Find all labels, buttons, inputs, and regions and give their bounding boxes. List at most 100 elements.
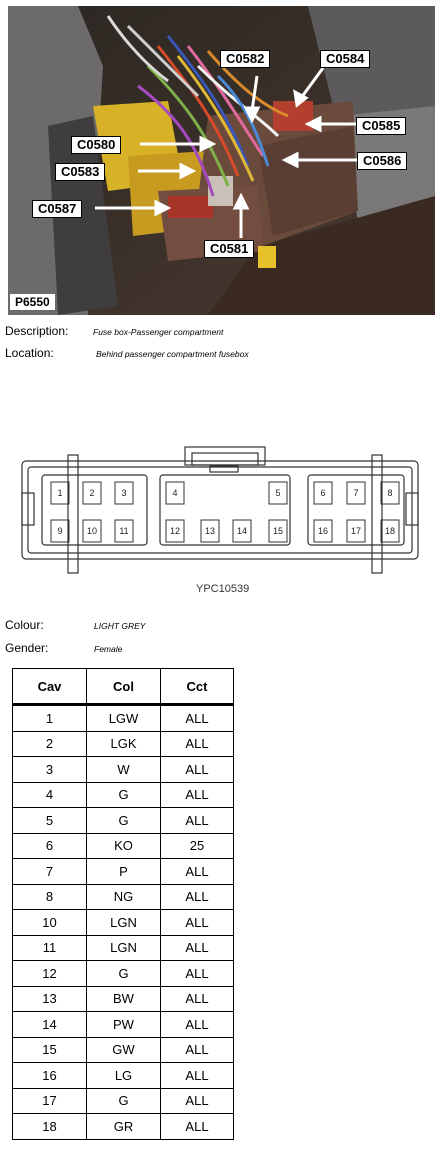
pin-cavity: [380, 519, 400, 543]
pin-number: 8: [387, 488, 392, 498]
circuit-cell: ALL: [160, 781, 234, 808]
cav-cell: 14: [12, 1011, 87, 1038]
callout-c0582: C0582: [220, 50, 271, 68]
callout-c0585: C0585: [356, 117, 407, 135]
circuit-cell: ALL: [160, 1036, 234, 1063]
pin-number: 17: [351, 526, 361, 536]
connector-reference-code: YPC10539: [196, 583, 250, 595]
column-header-cct: Cct: [160, 668, 234, 706]
cav-cell: 13: [12, 985, 87, 1012]
circuit-cell: ALL: [160, 1062, 234, 1089]
callout-c0586: C0586: [357, 152, 408, 170]
circuit-cell: ALL: [160, 934, 234, 961]
pin-cavity: [82, 481, 102, 505]
circuit-cell: ALL: [160, 1087, 234, 1114]
photo-reference-label: P6550: [10, 294, 55, 310]
callout-c0587: C0587: [32, 200, 83, 218]
colour-cell: LG: [86, 1062, 161, 1089]
pin-cavity: [165, 519, 185, 543]
callout-c0583: C0583: [55, 163, 106, 181]
pin-number: 13: [205, 526, 215, 536]
cav-cell: 11: [12, 934, 87, 961]
pin-cavity: [268, 519, 288, 543]
pin-number: 15: [273, 526, 283, 536]
callout-c0581: C0581: [204, 240, 255, 258]
cav-cell: 3: [12, 756, 87, 783]
colour-label: Colour:: [5, 618, 44, 632]
cav-cell: 1: [12, 704, 87, 732]
pin-number: 11: [119, 526, 128, 536]
description-value: Fuse box-Passenger compartment: [93, 327, 224, 337]
colour-cell: KO: [86, 832, 161, 859]
cav-cell: 5: [12, 807, 87, 834]
colour-cell: G: [86, 960, 161, 987]
description-label: Description:: [5, 324, 69, 338]
colour-value: LIGHT GREY: [94, 621, 146, 631]
circuit-cell: ALL: [160, 909, 234, 936]
circuit-cell: ALL: [160, 985, 234, 1012]
pin-cavity: [165, 481, 185, 505]
gender-value: Female: [94, 644, 123, 654]
circuit-cell: ALL: [160, 756, 234, 783]
circuit-cell: ALL: [160, 858, 234, 885]
cav-cell: 8: [12, 883, 87, 910]
callout-c0584: C0584: [320, 50, 371, 68]
colour-cell: LGK: [86, 730, 161, 757]
pin-number: 16: [318, 526, 328, 536]
cav-cell: 10: [12, 909, 87, 936]
cav-cell: 12: [12, 960, 87, 987]
pin-number: 18: [385, 526, 395, 536]
colour-cell: GW: [86, 1036, 161, 1063]
gender-label: Gender:: [5, 641, 49, 655]
circuit-cell: ALL: [160, 960, 234, 987]
pin-number: 1: [57, 488, 62, 498]
pin-cavity: [82, 519, 102, 543]
colour-cell: G: [86, 807, 161, 834]
circuit-cell: ALL: [160, 883, 234, 910]
circuit-cell: ALL: [160, 1113, 234, 1140]
pin-number: 5: [275, 488, 280, 498]
pin-cavity: [114, 519, 134, 543]
component-location-photo: C0582 C0584 C0585 C0580 C0583 C0586 C058…: [8, 6, 435, 315]
location-label: Location:: [5, 346, 54, 360]
column-header-cav: Cav: [12, 668, 87, 706]
colour-cell: PW: [86, 1011, 161, 1038]
pin-cavity: [114, 481, 134, 505]
circuit-cell: 25: [160, 832, 234, 859]
callout-c0580: C0580: [71, 136, 122, 154]
location-value: Behind passenger compartment fusebox: [96, 349, 249, 359]
pin-cavity: [346, 519, 366, 543]
pin-cavity: [313, 481, 333, 505]
pin-cavity: [50, 519, 70, 543]
column-header-col: Col: [86, 668, 161, 706]
colour-cell: G: [86, 1087, 161, 1114]
colour-cell: LGN: [86, 909, 161, 936]
circuit-cell: ALL: [160, 704, 234, 732]
cav-cell: 15: [12, 1036, 87, 1063]
cav-cell: 2: [12, 730, 87, 757]
cav-cell: 16: [12, 1062, 87, 1089]
colour-cell: LGW: [86, 704, 161, 732]
pin-cavity: [268, 481, 288, 505]
colour-cell: LGN: [86, 934, 161, 961]
colour-cell: GR: [86, 1113, 161, 1140]
cav-cell: 4: [12, 781, 87, 808]
circuit-cell: ALL: [160, 807, 234, 834]
cav-cell: 18: [12, 1113, 87, 1140]
pin-cavity: [200, 519, 220, 543]
colour-cell: P: [86, 858, 161, 885]
